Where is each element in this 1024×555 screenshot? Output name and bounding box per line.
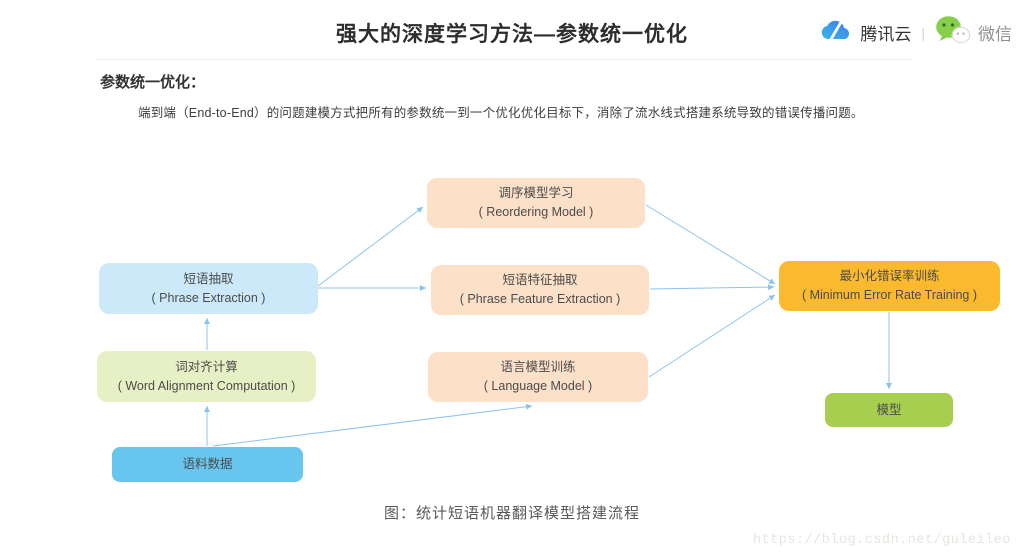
diagram-node-model: 模型 xyxy=(825,393,953,427)
brand-logos: 腾讯云 | 微信 xyxy=(819,15,1012,50)
edge-reordering-model-to-minimum-error-rate-training xyxy=(645,204,776,285)
diagram-node-language-model: 语言模型训练 ( Language Model ) xyxy=(428,352,648,402)
node-title: 调序模型学习 xyxy=(498,186,574,200)
node-title: 词对齐计算 xyxy=(175,359,238,374)
node-title: 语料数据 xyxy=(182,457,233,471)
edge-phrase-feature-extraction-to-minimum-error-rate-training xyxy=(649,284,775,291)
wechat-logo-icon xyxy=(935,15,971,50)
node-title: 语言模型训练 xyxy=(500,360,576,374)
node-title: 模型 xyxy=(876,402,902,417)
edge-corpus-to-language-model xyxy=(212,403,533,447)
header-divider xyxy=(95,59,913,60)
diagram-node-corpus: 语料数据 xyxy=(112,447,303,482)
node-title: 短语特征抽取 xyxy=(502,273,578,287)
edge-language-model-to-minimum-error-rate-training xyxy=(648,294,776,378)
tencent-cloud-label: 腾讯云 xyxy=(860,25,912,44)
diagram-node-word-alignment-computation: 词对齐计算 ( Word Alignment Computation ) xyxy=(97,351,316,402)
brand-separator: | xyxy=(921,24,925,41)
node-subtitle: ( Phrase Feature Extraction ) xyxy=(459,292,621,306)
node-title: 最小化错误率训练 xyxy=(839,269,940,283)
node-subtitle: ( Phrase Extraction ) xyxy=(151,290,266,305)
diagram-node-phrase-feature-extraction: 短语特征抽取 ( Phrase Feature Extraction ) xyxy=(431,265,649,315)
node-subtitle: ( Language Model ) xyxy=(483,379,593,393)
watermark-url: https://blog.csdn.net/guleileo xyxy=(752,533,1011,548)
node-subtitle: ( Word Alignment Computation ) xyxy=(117,378,296,393)
diagram-node-minimum-error-rate-training: 最小化错误率训练 ( Minimum Error Rate Training ) xyxy=(779,261,1000,311)
figure-caption: 图：统计短语机器翻译模型搭建流程 xyxy=(383,505,640,522)
section-paragraph: 端到端（End-to-End）的问题建模方式把所有的参数统一到一个优化优化目标下… xyxy=(138,106,864,120)
node-title: 短语抽取 xyxy=(183,271,234,286)
node-subtitle: ( Reordering Model ) xyxy=(478,205,594,219)
section-heading: 参数统一优化： xyxy=(100,74,206,91)
node-subtitle: ( Minimum Error Rate Training ) xyxy=(801,288,978,302)
wechat-label: 微信 xyxy=(978,25,1012,44)
diagram-node-phrase-extraction: 短语抽取 ( Phrase Extraction ) xyxy=(99,263,318,314)
edge-phrase-extraction-to-reordering-model xyxy=(317,206,424,287)
tencent-cloud-logo-icon xyxy=(819,18,853,48)
page-title: 强大的深度学习方法—参数统一优化 xyxy=(336,23,688,46)
diagram-node-reordering-model: 调序模型学习 ( Reordering Model ) xyxy=(427,178,645,228)
